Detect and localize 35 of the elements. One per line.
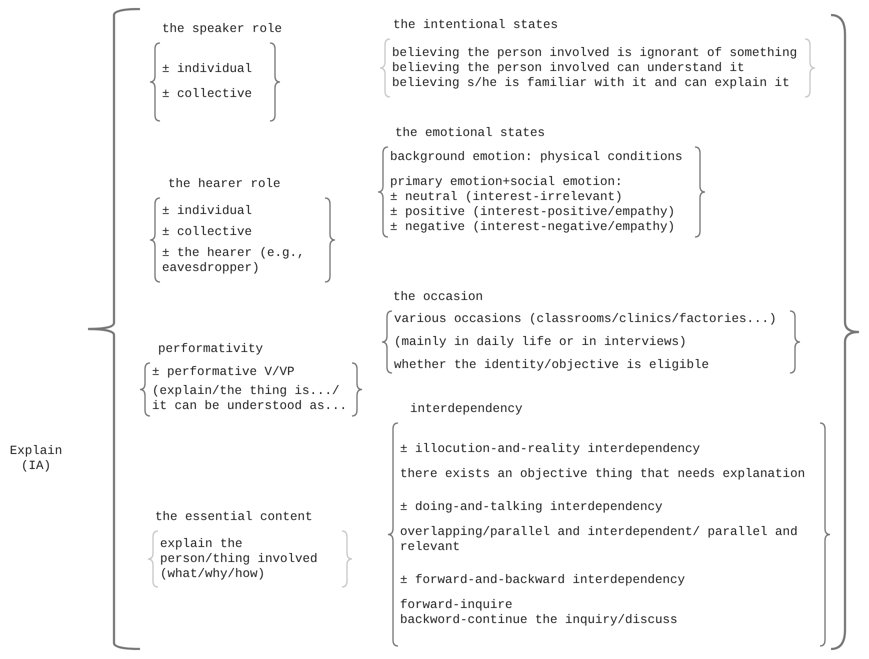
- list-item: (explain/the thing is.../ it can be understood as...: [152, 384, 348, 414]
- section-heading: the essential content: [155, 509, 314, 526]
- section-heading: interdependency: [410, 401, 524, 418]
- section-heading: the speaker role: [162, 21, 280, 38]
- list-item: overlapping/parallel and interdependent/ parallel and relevant: [400, 524, 799, 554]
- list-item: ± collective: [162, 87, 254, 102]
- list-item: there exists an objective thing that needs explanation: [400, 466, 806, 482]
- section-heading: performativity: [158, 341, 264, 358]
- root-term: Explain (IA): [4, 444, 68, 474]
- list-item: believing s/he is familiar with it and can explain it: [392, 76, 791, 90]
- list-item: ± neutral (interest-irrelevant): [390, 190, 624, 204]
- list-item: ± individual: [162, 62, 254, 77]
- list-item: various occasions (classrooms/clinics/factories...): [394, 312, 778, 326]
- list-item: ± positive (interest-positive/empathy): [390, 204, 676, 220]
- list-item: whether the identity/objective is eligible: [394, 358, 710, 372]
- list-item: ± individual: [162, 204, 254, 219]
- list-item: believing the person involved can understand it: [392, 60, 746, 76]
- list-item: (mainly in daily life or in interviews): [394, 334, 688, 350]
- list-item: ± the hearer (e.g., eavesdropper): [162, 246, 306, 276]
- section-heading: the emotional states: [395, 125, 546, 142]
- list-item: ± illocution-and-reality interdependency: [400, 442, 702, 456]
- list-item: ± forward-and-backward interdependency: [400, 572, 686, 588]
- list-item: ± doing-and-talking interdependency: [400, 500, 664, 514]
- section-heading: the hearer role: [168, 176, 282, 193]
- section-heading: the occasion: [393, 289, 484, 306]
- list-item: ± collective: [162, 225, 254, 240]
- list-item: primary emotion+social emotion:: [390, 174, 624, 190]
- list-item: ± negative (interest-negative/empathy): [390, 220, 676, 234]
- section-heading: the intentional states: [393, 17, 560, 34]
- list-item: ± performative V/VP: [152, 365, 296, 380]
- list-item: explain the person/thing involved (what/why/how): [160, 536, 319, 582]
- list-item: believing the person involved is ignorant of something: [392, 46, 798, 60]
- list-item: forward-inquire: [400, 598, 514, 612]
- list-item: backword-continue the inquiry/discuss: [400, 612, 679, 628]
- list-item: background emotion: physical conditions: [390, 150, 684, 164]
